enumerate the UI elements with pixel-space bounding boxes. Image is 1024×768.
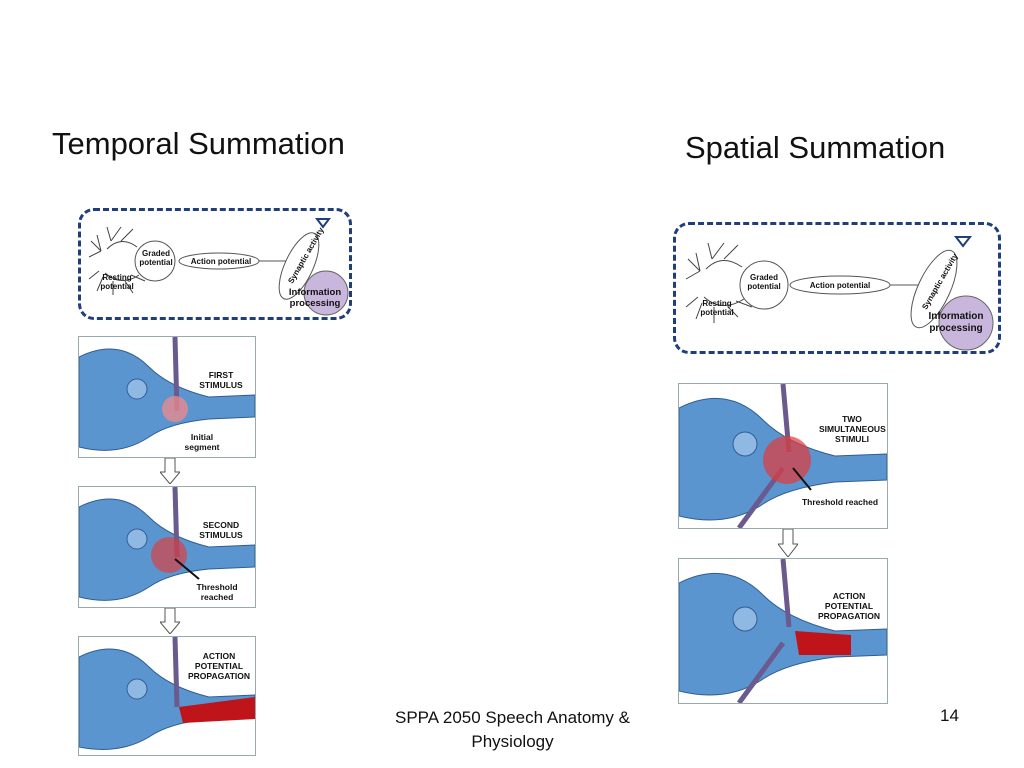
neuron-illustration [79, 337, 255, 451]
spatial-overview-diagram: Graded potential Resting potential Actio… [673, 222, 1001, 354]
stimulus-label: SECOND STIMULUS [199, 520, 243, 540]
graded-potential-label: Graded potential [139, 249, 173, 267]
overview-neuron-graphic [685, 236, 994, 351]
spatial-panel-propagation: ACTION POTENTIAL PROPAGATION [678, 558, 888, 704]
threshold-reached-label: Threshold reached [196, 582, 238, 602]
resting-potential-label: Resting potential [100, 273, 134, 291]
neuron-illustration [79, 487, 255, 601]
neuron-illustration [679, 559, 887, 703]
resting-potential-label: Resting potential [700, 299, 734, 317]
down-arrow-icon [778, 529, 798, 557]
stimulus-label: FIRST STIMULUS [199, 370, 243, 390]
temporal-panel-propagation: ACTION POTENTIAL PROPAGATION [78, 636, 256, 756]
action-potential-label: Action potential [809, 281, 871, 290]
temporal-panel-second-stimulus: SECOND STIMULUS Threshold reached [78, 486, 256, 608]
action-potential-label: Action potential [190, 257, 252, 266]
propagation-label: ACTION POTENTIAL PROPAGATION [187, 651, 251, 681]
spatial-panel-two-stimuli: TWO SIMULTANEOUS STIMULI Threshold reach… [678, 383, 888, 529]
spatial-summation-title: Spatial Summation [685, 130, 946, 165]
graded-potential-label: Graded potential [747, 273, 781, 291]
page-number: 14 [940, 706, 959, 725]
down-arrow-icon [160, 608, 180, 634]
information-processing-label: Information processing [928, 311, 984, 334]
initial-segment-label: Initial segment [184, 432, 220, 452]
neuron-illustration [679, 384, 887, 528]
threshold-reached-label: Threshold reached [801, 497, 879, 507]
propagation-label: ACTION POTENTIAL PROPAGATION [817, 591, 881, 621]
overview-neuron-graphic [88, 218, 349, 316]
information-processing-label: Information processing [288, 287, 342, 309]
down-arrow-icon [160, 458, 180, 484]
stimulus-label: TWO SIMULTANEOUS STIMULI [819, 414, 886, 444]
slide-footer: SPPA 2050 Speech Anatomy & Physiology [394, 708, 630, 751]
temporal-panel-first-stimulus: FIRST STIMULUS Initial segment [78, 336, 256, 458]
temporal-summation-title: Temporal Summation [52, 126, 345, 161]
temporal-overview-diagram: Graded potential Resting potential Actio… [78, 208, 352, 320]
neuron-illustration [79, 637, 255, 750]
